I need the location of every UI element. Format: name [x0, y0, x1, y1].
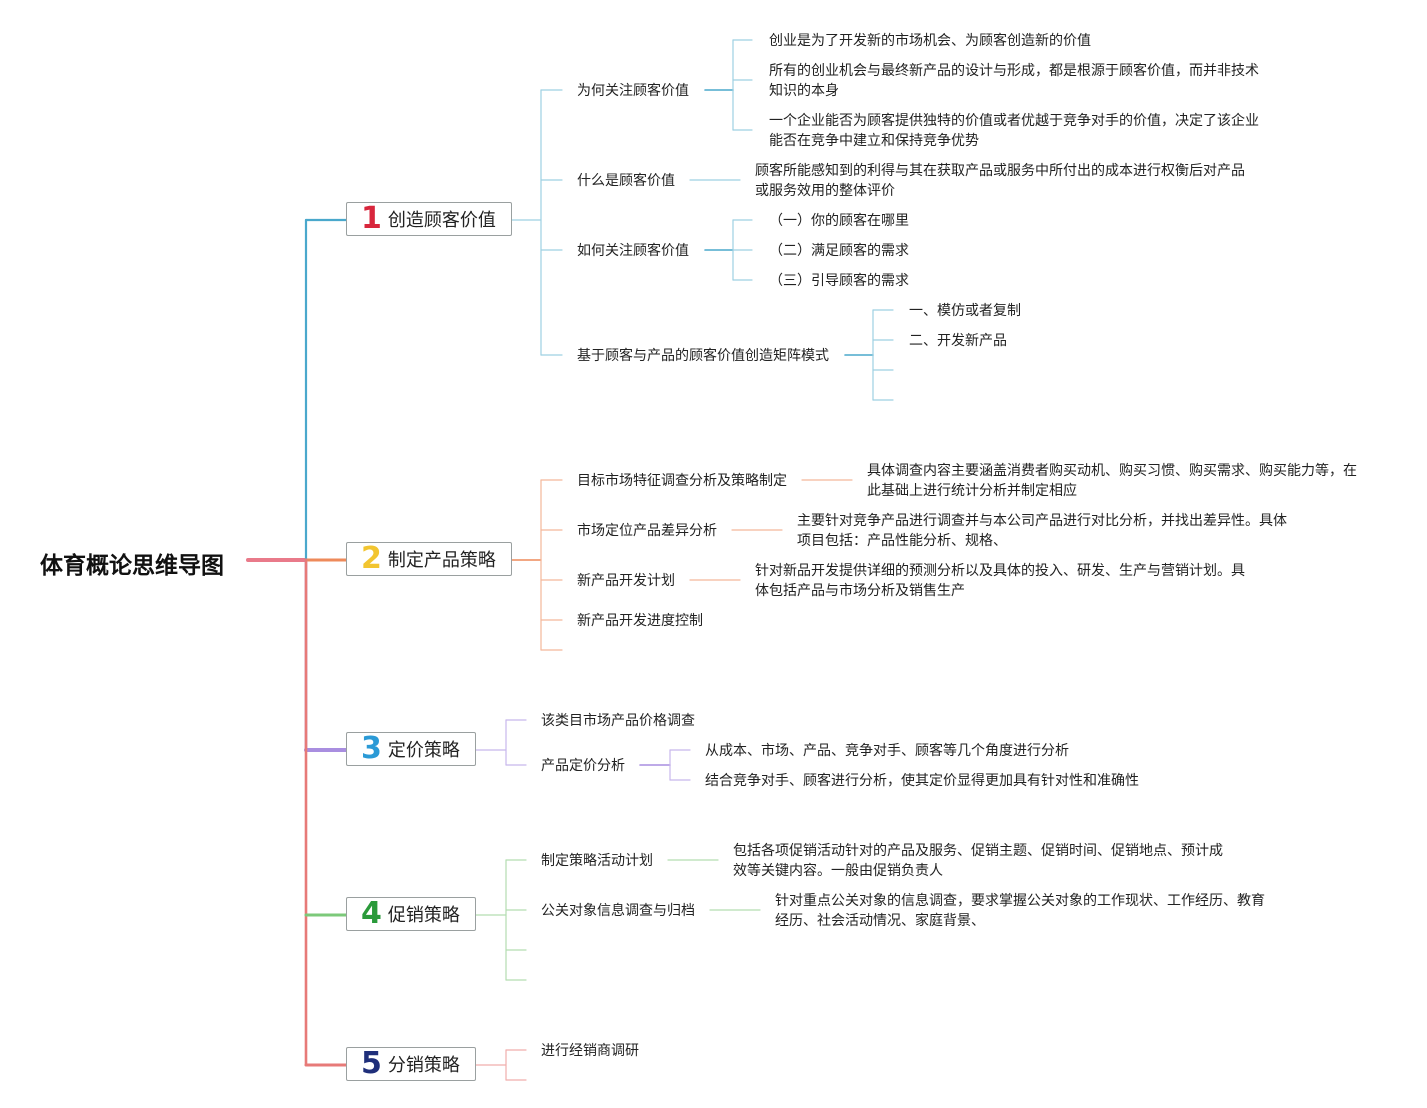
b4-c2-leaf-1-cont: 经历、社会活动情况、家庭背景、	[775, 913, 985, 929]
b1-c1-leaf-2[interactable]: 所有的创业机会与最终新产品的设计与形成，都是根源于顾客价值，而并非技术	[769, 63, 1259, 79]
branch-4-number: 4	[361, 896, 382, 931]
b1-c3-leaf-1[interactable]: （一）你的顾客在哪里	[769, 213, 909, 229]
b1-c4-leaf-2[interactable]: 二、开发新产品	[909, 333, 1007, 349]
b3-child-1[interactable]: 该类目市场产品价格调查	[541, 713, 695, 729]
b4-c1-leaf-1-cont: 效等关键内容。一般由促销负责人	[733, 863, 943, 879]
b2-c1-leaf-1[interactable]: 具体调查内容主要涵盖消费者购买动机、购买习惯、购买需求、购买能力等，在	[867, 463, 1357, 479]
branch-1[interactable]: 1 创造顾客价值	[346, 202, 512, 236]
b1-c2-leaf-1[interactable]: 顾客所能感知到的利得与其在获取产品或服务中所付出的成本进行权衡后对产品	[755, 163, 1245, 179]
b1-c1-leaf-3[interactable]: 一个企业能否为顾客提供独特的价值或者优越于竞争对手的价值，决定了该企业	[769, 113, 1259, 129]
b1-child-1[interactable]: 为何关注顾客价值	[577, 83, 689, 99]
b1-child-3[interactable]: 如何关注顾客价值	[577, 243, 689, 259]
b1-c1-leaf-3-cont: 能否在竞争中建立和保持竞争优势	[769, 133, 979, 149]
branch-4-label: 促销策略	[387, 905, 460, 926]
branch-3-label: 定价策略	[387, 740, 460, 761]
b2-child-1[interactable]: 目标市场特征调查分析及策略制定	[577, 473, 787, 489]
b3-c2-leaf-2[interactable]: 结合竞争对手、顾客进行分析，使其定价显得更加具有针对性和准确性	[705, 773, 1139, 789]
b2-c1-leaf-1-cont: 此基础上进行统计分析并制定相应	[867, 483, 1077, 499]
root-title[interactable]: 体育概论思维导图	[40, 553, 224, 579]
b2-c2-leaf-1-cont: 项目包括：产品性能分析、规格、	[797, 533, 1007, 549]
b1-c4-leaf-1[interactable]: 一、模仿或者复制	[909, 303, 1021, 319]
branch-4[interactable]: 4 促销策略	[346, 897, 476, 931]
branch-1-number: 1	[361, 201, 382, 236]
b1-c3-leaf-3[interactable]: （三）引导顾客的需求	[769, 273, 909, 289]
b2-c2-leaf-1[interactable]: 主要针对竞争产品进行调查并与本公司产品进行对比分析，并找出差异性。具体	[797, 513, 1287, 529]
branch-5-label: 分销策略	[387, 1055, 460, 1076]
b1-child-2[interactable]: 什么是顾客价值	[577, 173, 675, 189]
b4-c2-leaf-1[interactable]: 针对重点公关对象的信息调查，要求掌握公关对象的工作现状、工作经历、教育	[775, 893, 1265, 909]
branch-5[interactable]: 5 分销策略	[346, 1047, 476, 1081]
b2-child-4[interactable]: 新产品开发进度控制	[577, 613, 703, 629]
branch-2[interactable]: 2 制定产品策略	[346, 542, 512, 576]
branch-3-number: 3	[361, 731, 382, 766]
b5-child-1[interactable]: 进行经销商调研	[541, 1043, 639, 1059]
b4-child-2[interactable]: 公关对象信息调查与归档	[541, 903, 695, 919]
branch-1-label: 创造顾客价值	[387, 210, 496, 231]
branch-3[interactable]: 3 定价策略	[346, 732, 476, 766]
b1-c1-leaf-1[interactable]: 创业是为了开发新的市场机会、为顾客创造新的价值	[769, 33, 1091, 49]
b4-c1-leaf-1[interactable]: 包括各项促销活动针对的产品及服务、促销主题、促销时间、促销地点、预计成	[733, 843, 1223, 859]
branch-2-label: 制定产品策略	[387, 550, 496, 571]
b1-c2-leaf-1-cont: 或服务效用的整体评价	[755, 183, 895, 199]
b3-child-2[interactable]: 产品定价分析	[541, 758, 625, 774]
b2-child-2[interactable]: 市场定位产品差异分析	[577, 523, 717, 539]
b1-c3-leaf-2[interactable]: （二）满足顾客的需求	[769, 243, 909, 259]
b2-c3-leaf-1-cont: 体包括产品与市场分析及销售生产	[755, 583, 965, 599]
b2-child-3[interactable]: 新产品开发计划	[577, 573, 675, 589]
b1-c1-leaf-2-cont: 知识的本身	[769, 83, 839, 99]
branch-2-number: 2	[361, 541, 382, 576]
b3-c2-leaf-1[interactable]: 从成本、市场、产品、竞争对手、顾客等几个角度进行分析	[705, 743, 1069, 759]
b2-c3-leaf-1[interactable]: 针对新品开发提供详细的预测分析以及具体的投入、研发、生产与营销计划。具	[755, 563, 1245, 579]
b1-child-4[interactable]: 基于顾客与产品的顾客价值创造矩阵模式	[577, 348, 829, 364]
branch-5-number: 5	[361, 1046, 382, 1081]
b4-child-1[interactable]: 制定策略活动计划	[541, 853, 653, 869]
